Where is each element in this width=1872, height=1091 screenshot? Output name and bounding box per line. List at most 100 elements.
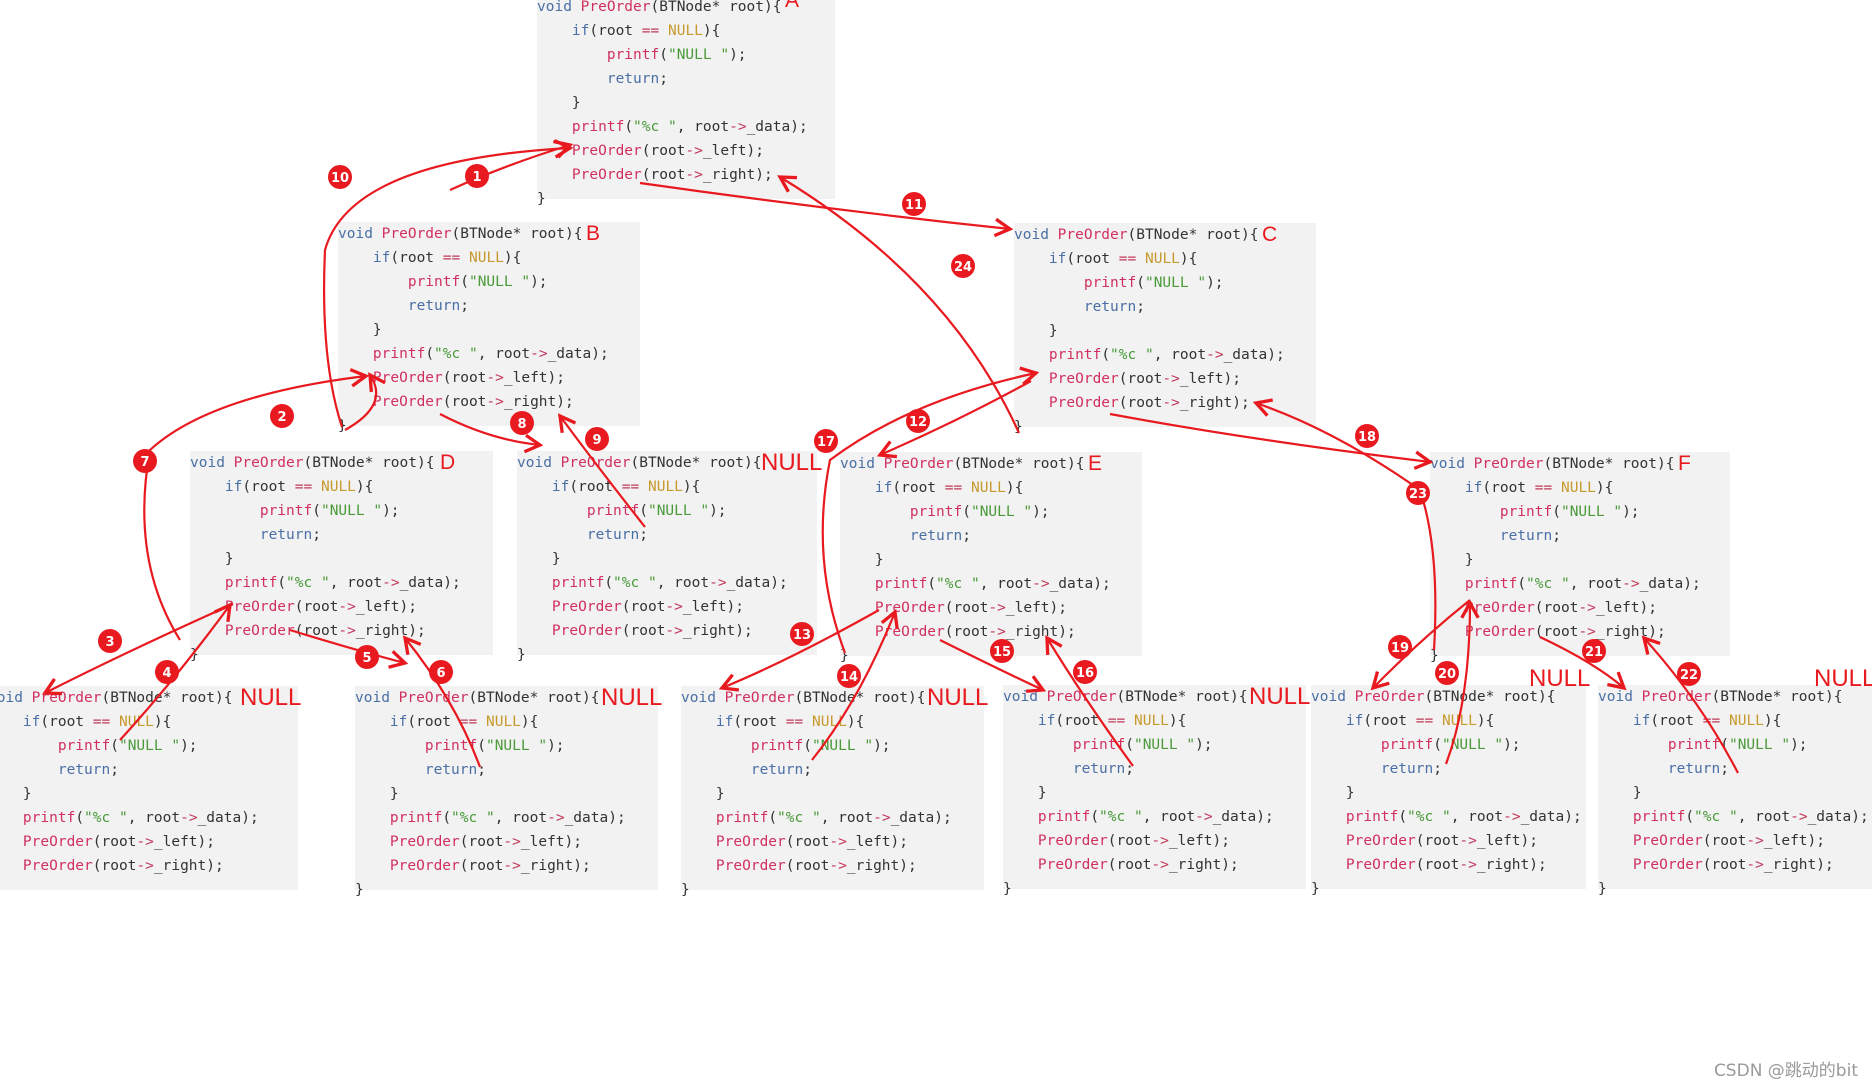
step-number: 2 xyxy=(277,410,286,425)
step-number: 1 xyxy=(472,170,481,185)
code-text: void PreOrder(BTNode* root){ if(root == … xyxy=(1014,223,1285,439)
step-badge-circle xyxy=(133,449,157,473)
step-badge-2: 2 xyxy=(270,404,294,428)
step-number: 18 xyxy=(1358,430,1376,445)
code-line: return; xyxy=(1499,528,1561,544)
step-badge-21: 21 xyxy=(1582,639,1606,663)
step-number: 4 xyxy=(162,666,171,681)
step-number: 5 xyxy=(362,651,371,666)
code-line: void PreOrder(BTNode* root){ xyxy=(1014,227,1259,243)
step-number: 23 xyxy=(1409,487,1427,502)
code-text: void PreOrder(BTNode* root){ if(root == … xyxy=(1598,685,1869,901)
code-line: } xyxy=(517,647,526,663)
step-badge-6: 6 xyxy=(429,660,453,684)
call-arrow-19 xyxy=(1373,599,1471,688)
code-line: } xyxy=(1598,881,1607,897)
code-line: PreOrder(root->_left); xyxy=(372,370,565,386)
code-line: printf("NULL "); xyxy=(1083,275,1224,291)
step-badge-14: 14 xyxy=(837,664,861,688)
step-badge-22: 22 xyxy=(1677,662,1701,686)
code-text: void PreOrder(BTNode* root){ if(root == … xyxy=(537,0,808,211)
code-line: printf("%c ", root->_data); xyxy=(1464,576,1701,592)
node-label-d: D xyxy=(440,451,456,474)
step-badge-10: 10 xyxy=(328,165,352,189)
code-line: if(root == NULL){ xyxy=(1632,713,1782,729)
code-block-n3: void PreOrder(BTNode* root){ if(root == … xyxy=(681,686,984,898)
code-line: } xyxy=(355,882,364,898)
code-text: void PreOrder(BTNode* root){ if(root == … xyxy=(840,452,1111,668)
step-badge-circle xyxy=(951,254,975,278)
step-number: 6 xyxy=(436,666,445,681)
code-block-n5: void PreOrder(BTNode* root){ if(root == … xyxy=(1311,685,1586,897)
step-badge-circle xyxy=(902,192,926,216)
step-badge-24: 24 xyxy=(951,254,975,278)
code-line: return; xyxy=(606,71,668,87)
code-line: printf("NULL "); xyxy=(407,274,548,290)
step-badge-16: 16 xyxy=(1073,660,1097,684)
code-text: void PreOrder(BTNode* root){ if(root == … xyxy=(517,451,788,667)
call-arrow-17 xyxy=(821,373,1036,654)
code-line: printf("NULL "); xyxy=(909,504,1050,520)
code-line: return; xyxy=(1667,761,1729,777)
call-arrow-16 xyxy=(1047,638,1134,767)
call-arrow-6 xyxy=(405,638,482,768)
step-badge-circle xyxy=(1677,662,1701,686)
code-line: if(root == NULL){ xyxy=(874,480,1024,496)
node-label-n1: NULL xyxy=(240,684,302,711)
node-label-n4: NULL xyxy=(1249,683,1311,710)
step-number: 7 xyxy=(140,455,149,470)
code-line: PreOrder(root->_left); xyxy=(1632,833,1825,849)
code-line: PreOrder(root->_right); xyxy=(1048,395,1250,411)
call-arrow-7 xyxy=(143,376,366,641)
code-line: printf("%c ", root->_data); xyxy=(571,119,808,135)
node-label-b: B xyxy=(586,222,601,245)
code-line: } xyxy=(840,552,884,568)
code-line: if(root == NULL){ xyxy=(551,479,701,495)
code-line: PreOrder(root->_right); xyxy=(1345,857,1547,873)
step-number: 11 xyxy=(905,198,923,213)
code-line: void PreOrder(BTNode* root){ xyxy=(1430,456,1675,472)
code-line: return; xyxy=(407,298,469,314)
step-badge-circle xyxy=(1406,481,1430,505)
step-badge-15: 15 xyxy=(990,639,1014,663)
call-arrow-10 xyxy=(322,148,570,428)
step-number: 24 xyxy=(954,260,972,275)
code-line: } xyxy=(681,786,725,802)
code-line: printf("%c ", root->_data); xyxy=(372,346,609,362)
code-line: PreOrder(root->_left); xyxy=(1345,833,1538,849)
step-badge-11: 11 xyxy=(902,192,926,216)
code-block-dr: void PreOrder(BTNode* root){ if(root == … xyxy=(517,451,817,663)
code-line: PreOrder(root->_left); xyxy=(22,834,215,850)
code-line: } xyxy=(1014,419,1023,435)
code-line: return; xyxy=(586,527,648,543)
code-line: if(root == NULL){ xyxy=(571,23,721,39)
step-number: 9 xyxy=(592,433,601,448)
code-line: void PreOrder(BTNode* root){ xyxy=(840,456,1085,472)
call-arrow-5 xyxy=(289,628,405,663)
code-line: if(root == NULL){ xyxy=(372,250,522,266)
step-badge-circle xyxy=(790,622,814,646)
step-badge-circle xyxy=(1355,424,1379,448)
code-line: return; xyxy=(1083,299,1145,315)
step-number: 10 xyxy=(331,171,349,186)
code-line: printf("NULL "); xyxy=(586,503,727,519)
step-number: 17 xyxy=(817,435,835,450)
step-number: 19 xyxy=(1391,641,1409,656)
code-line: printf("NULL "); xyxy=(606,47,747,63)
node-label-c: C xyxy=(1262,223,1278,246)
call-arrow-13 xyxy=(722,609,880,688)
step-number: 21 xyxy=(1585,645,1603,660)
code-line: } xyxy=(338,322,382,338)
code-line: PreOrder(root->_left); xyxy=(389,834,582,850)
code-line: } xyxy=(1003,785,1047,801)
code-line: PreOrder(root->_left); xyxy=(1037,833,1230,849)
code-block-n2: void PreOrder(BTNode* root){ if(root == … xyxy=(355,686,658,898)
code-line: return; xyxy=(1380,761,1442,777)
code-block-n1: void PreOrder(BTNode* root){ if(root == … xyxy=(0,686,298,890)
step-badge-circle xyxy=(155,660,179,684)
code-line: printf("%c ", root->_data); xyxy=(715,810,952,826)
step-number: 16 xyxy=(1076,666,1094,681)
call-arrow-12 xyxy=(880,380,1032,455)
call-arrow-15 xyxy=(939,639,1043,690)
code-line: printf("%c ", root->_data); xyxy=(22,810,259,826)
